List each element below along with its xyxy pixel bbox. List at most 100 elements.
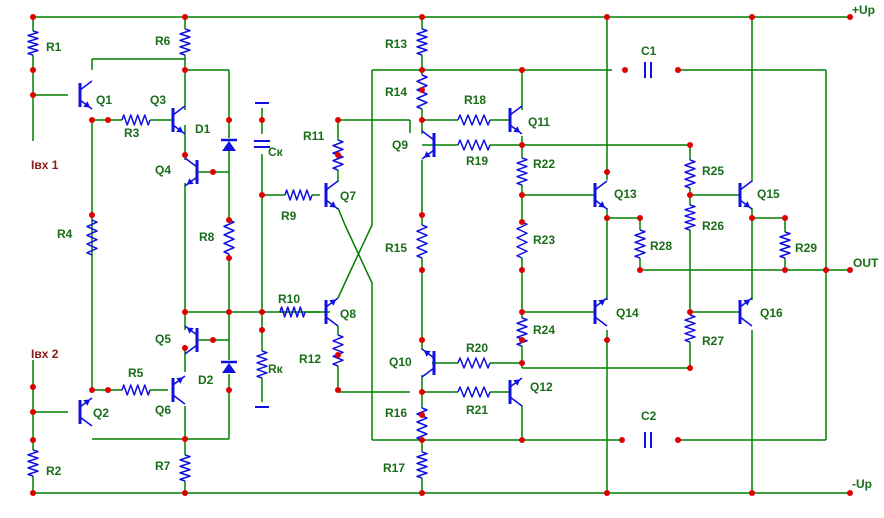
junction-node (419, 337, 425, 343)
q7-label: Q7 (340, 189, 356, 203)
junction-node (782, 215, 788, 221)
components (27, 28, 791, 482)
c2-capacitor (644, 432, 652, 448)
junction-node (335, 387, 341, 393)
r27-label: R27 (702, 334, 724, 348)
r16-label: R16 (385, 406, 407, 420)
r3-resistor (121, 114, 151, 126)
r17-label: R17 (383, 461, 405, 475)
junction-node (847, 490, 853, 496)
neg-rail-label: -Up (852, 477, 872, 491)
q12-label: Q12 (530, 380, 553, 394)
q3-transistor (171, 105, 186, 135)
junction-node (604, 169, 610, 175)
r25-resistor (684, 159, 696, 189)
junction-node (259, 309, 265, 315)
junction-node (823, 267, 829, 273)
junction-node (622, 67, 628, 73)
junction-node (519, 360, 525, 366)
junction-node (259, 327, 265, 333)
q1-label: Q1 (96, 93, 112, 107)
junction-node (30, 384, 36, 390)
junction-node (847, 14, 853, 20)
junction-node (847, 267, 853, 273)
r26-label: R26 (702, 219, 724, 233)
junction-node (604, 215, 610, 221)
r1-resistor (27, 30, 39, 56)
junction-node (749, 215, 755, 221)
junction-node (419, 437, 425, 443)
q13-transistor (593, 180, 608, 210)
r23-resistor (516, 221, 528, 259)
junction-node (105, 387, 111, 393)
r5-label: R5 (128, 366, 144, 380)
junction-node (604, 14, 610, 20)
input-2-label: Iвх 2 (31, 347, 59, 361)
q2-label: Q2 (93, 406, 109, 420)
r1-label: R1 (46, 40, 62, 54)
junction-node (226, 387, 232, 393)
r3-label: R3 (124, 126, 140, 140)
c1-capacitor (644, 62, 652, 78)
r13-label: R13 (385, 37, 407, 51)
junction-node (30, 92, 36, 98)
r9-label: R9 (281, 209, 297, 223)
junction-node (519, 219, 525, 225)
r13-resistor (416, 28, 428, 56)
junction-node (637, 215, 643, 221)
q16-label: Q16 (760, 306, 783, 320)
r6-resistor (179, 28, 191, 56)
wire (337, 70, 373, 299)
pos-rail-label: +Up (852, 3, 875, 17)
junction-node (419, 412, 425, 418)
q8-transistor (324, 297, 339, 327)
q10-label: Q10 (389, 355, 412, 369)
junction-node (226, 309, 232, 315)
junction-node (210, 337, 216, 343)
q10-transistor (421, 348, 436, 378)
r2-label: R2 (46, 464, 62, 478)
r22-resistor (516, 157, 528, 186)
junction-node (419, 117, 425, 123)
junction-node (675, 437, 681, 443)
d1-diode (221, 138, 237, 151)
rk-resistor (256, 350, 268, 379)
r18-label: R18 (464, 93, 486, 107)
junction-node (182, 67, 188, 73)
r7-label: R7 (155, 459, 171, 473)
wires (32, 16, 850, 494)
q16-transistor (738, 297, 753, 327)
r6-label: R6 (155, 34, 171, 48)
c1-label: C1 (641, 44, 657, 58)
junction-node (89, 212, 95, 218)
r10-resistor (279, 306, 306, 318)
r15-label: R15 (385, 241, 407, 255)
junction-node (182, 152, 188, 158)
q5-transistor (184, 325, 199, 355)
q4-transistor (184, 157, 199, 187)
r28-label: R28 (650, 239, 672, 253)
r14-label: R14 (385, 85, 407, 99)
junction-node (749, 490, 755, 496)
junction-node (619, 437, 625, 443)
r11-label: R11 (303, 129, 325, 143)
q11-label: Q11 (528, 115, 550, 129)
r2-resistor (27, 449, 39, 477)
q14-transistor (593, 297, 608, 327)
q15-label: Q15 (757, 187, 780, 201)
r24-label: R24 (533, 323, 555, 337)
junction-node (335, 352, 341, 358)
junction-node (749, 14, 755, 20)
r21-resistor (457, 386, 491, 398)
c2-label: C2 (641, 409, 657, 423)
junction-node (604, 337, 610, 343)
junction-node (30, 67, 36, 73)
junction-node (687, 365, 693, 371)
junction-node (604, 490, 610, 496)
junction-node (182, 490, 188, 496)
junction-node (519, 309, 525, 315)
junction-node (519, 337, 525, 343)
junction-node (30, 490, 36, 496)
junction-node (782, 267, 788, 273)
r4-label: R4 (57, 227, 73, 241)
